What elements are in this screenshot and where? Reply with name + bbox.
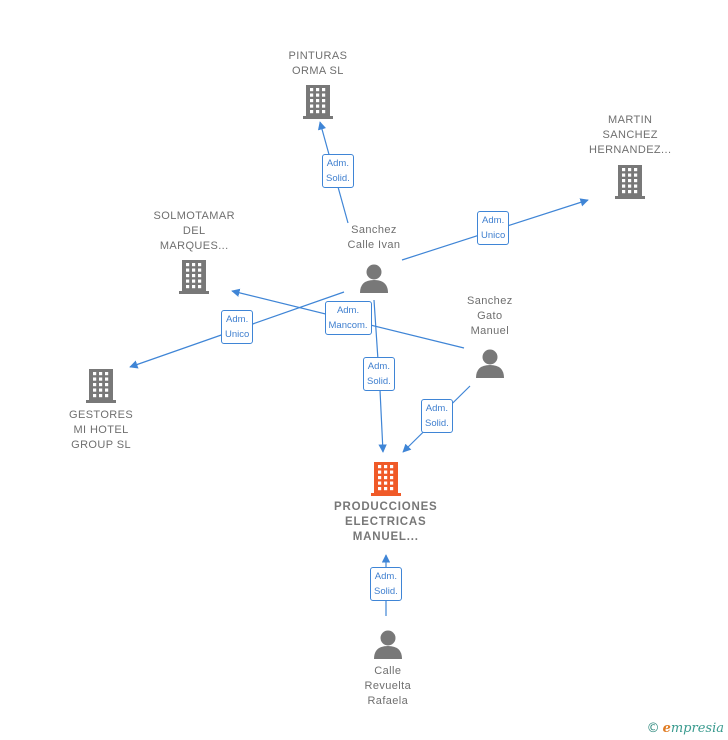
edge-label-line: Solid. [425,418,449,429]
node-label-martin[interactable]: MARTIN SANCHEZ HERNANDEZ... [589,113,671,158]
node-label-line: PINTURAS [288,50,348,62]
edge-label-sanchez_gato-to-producciones[interactable]: Adm. Solid. [421,399,453,433]
node-label-line: HERNANDEZ... [589,144,672,156]
edge-label-line: Adm. [482,215,505,226]
node-label-line: MANUEL... [352,531,419,543]
node-label-line: DEL [182,225,206,237]
node-label-gestores[interactable]: GESTORES MI HOTEL GROUP SL [69,408,133,453]
node-label-line: ELECTRICAS [345,516,427,528]
node-label-line: GROUP SL [71,439,131,451]
node-label-line: MARQUES... [159,240,229,252]
building-icon-producciones[interactable] [371,462,401,496]
node-label-line: ORMA SL [292,65,344,77]
node-label-line: Gato [477,310,503,322]
edge-label-line: Mancom. [328,320,368,331]
edge-label-sanchez_ivan-to-martin[interactable]: Adm. Unico [477,211,510,245]
edge-label-line: Adm. [226,314,249,325]
node-label-line: Manuel [470,325,510,337]
node-label-line: GESTORES [69,409,134,421]
edge-label-line: Adm. [336,305,360,316]
edge-label-sanchez_gato-to-solmotamar[interactable]: Adm. Mancom. [324,301,372,335]
node-label-line: Sanchez [351,224,397,236]
person-icon-sanchez_ivan[interactable] [360,264,388,294]
building-icon-solmotamar[interactable] [179,260,209,294]
edge-label-calle_revuelta-to-producciones[interactable]: Adm. Solid. [370,567,402,601]
edge-label-line: Unico [481,230,506,241]
edge-label-line: Adm. [425,403,448,414]
node-label-line: MI HOTEL [73,424,129,436]
edge-label-line: Adm. [367,361,390,372]
node-label-line: Calle [374,665,402,677]
node-label-line: MARTIN [608,114,653,126]
edge-label-line: Unico [225,329,250,340]
brand-name: mpresia [670,721,724,736]
edge-label-line: Solid. [326,173,350,184]
building-icon-gestores[interactable] [86,369,116,403]
node-label-line: Rafaela [367,695,409,707]
node-label-solmotamar[interactable]: SOLMOTAMAR DEL MARQUES... [154,209,235,254]
node-label-line: Revuelta [364,680,412,692]
building-icon-pinturas[interactable] [303,85,333,119]
node-label-line: Sanchez [467,295,513,307]
edge-label-line: Solid. [374,586,398,597]
node-label-pinturas[interactable]: PINTURAS ORMA SL [289,49,348,79]
edge-label-line: Adm. [374,571,397,582]
edge-label-sanchez_ivan-to-gestores[interactable]: Adm. Unico [221,310,254,344]
edge-label-line: Adm. [326,158,349,169]
empresia-watermark: ©empresia [647,721,724,736]
node-label-line: Calle Ivan [347,239,401,251]
edge-label-line: Solid. [367,376,391,387]
copyright-symbol: © [646,721,660,736]
node-label-producciones[interactable]: PRODUCCIONES ELECTRICAS MANUEL... [334,500,438,545]
edge-label-sanchez_ivan-to-pinturas[interactable]: Adm. Solid. [322,154,354,188]
brand-initial: e [662,721,671,736]
node-label-line: SANCHEZ [602,129,658,141]
node-label-line: PRODUCCIONES [334,501,438,513]
edge-label-sanchez_ivan-to-producciones[interactable]: Adm. Solid. [363,357,395,391]
building-icon-martin[interactable] [615,165,645,199]
person-icon-calle_revuelta[interactable] [374,630,402,660]
person-icon-sanchez_gato[interactable] [476,349,504,379]
node-label-line: SOLMOTAMAR [153,210,235,222]
